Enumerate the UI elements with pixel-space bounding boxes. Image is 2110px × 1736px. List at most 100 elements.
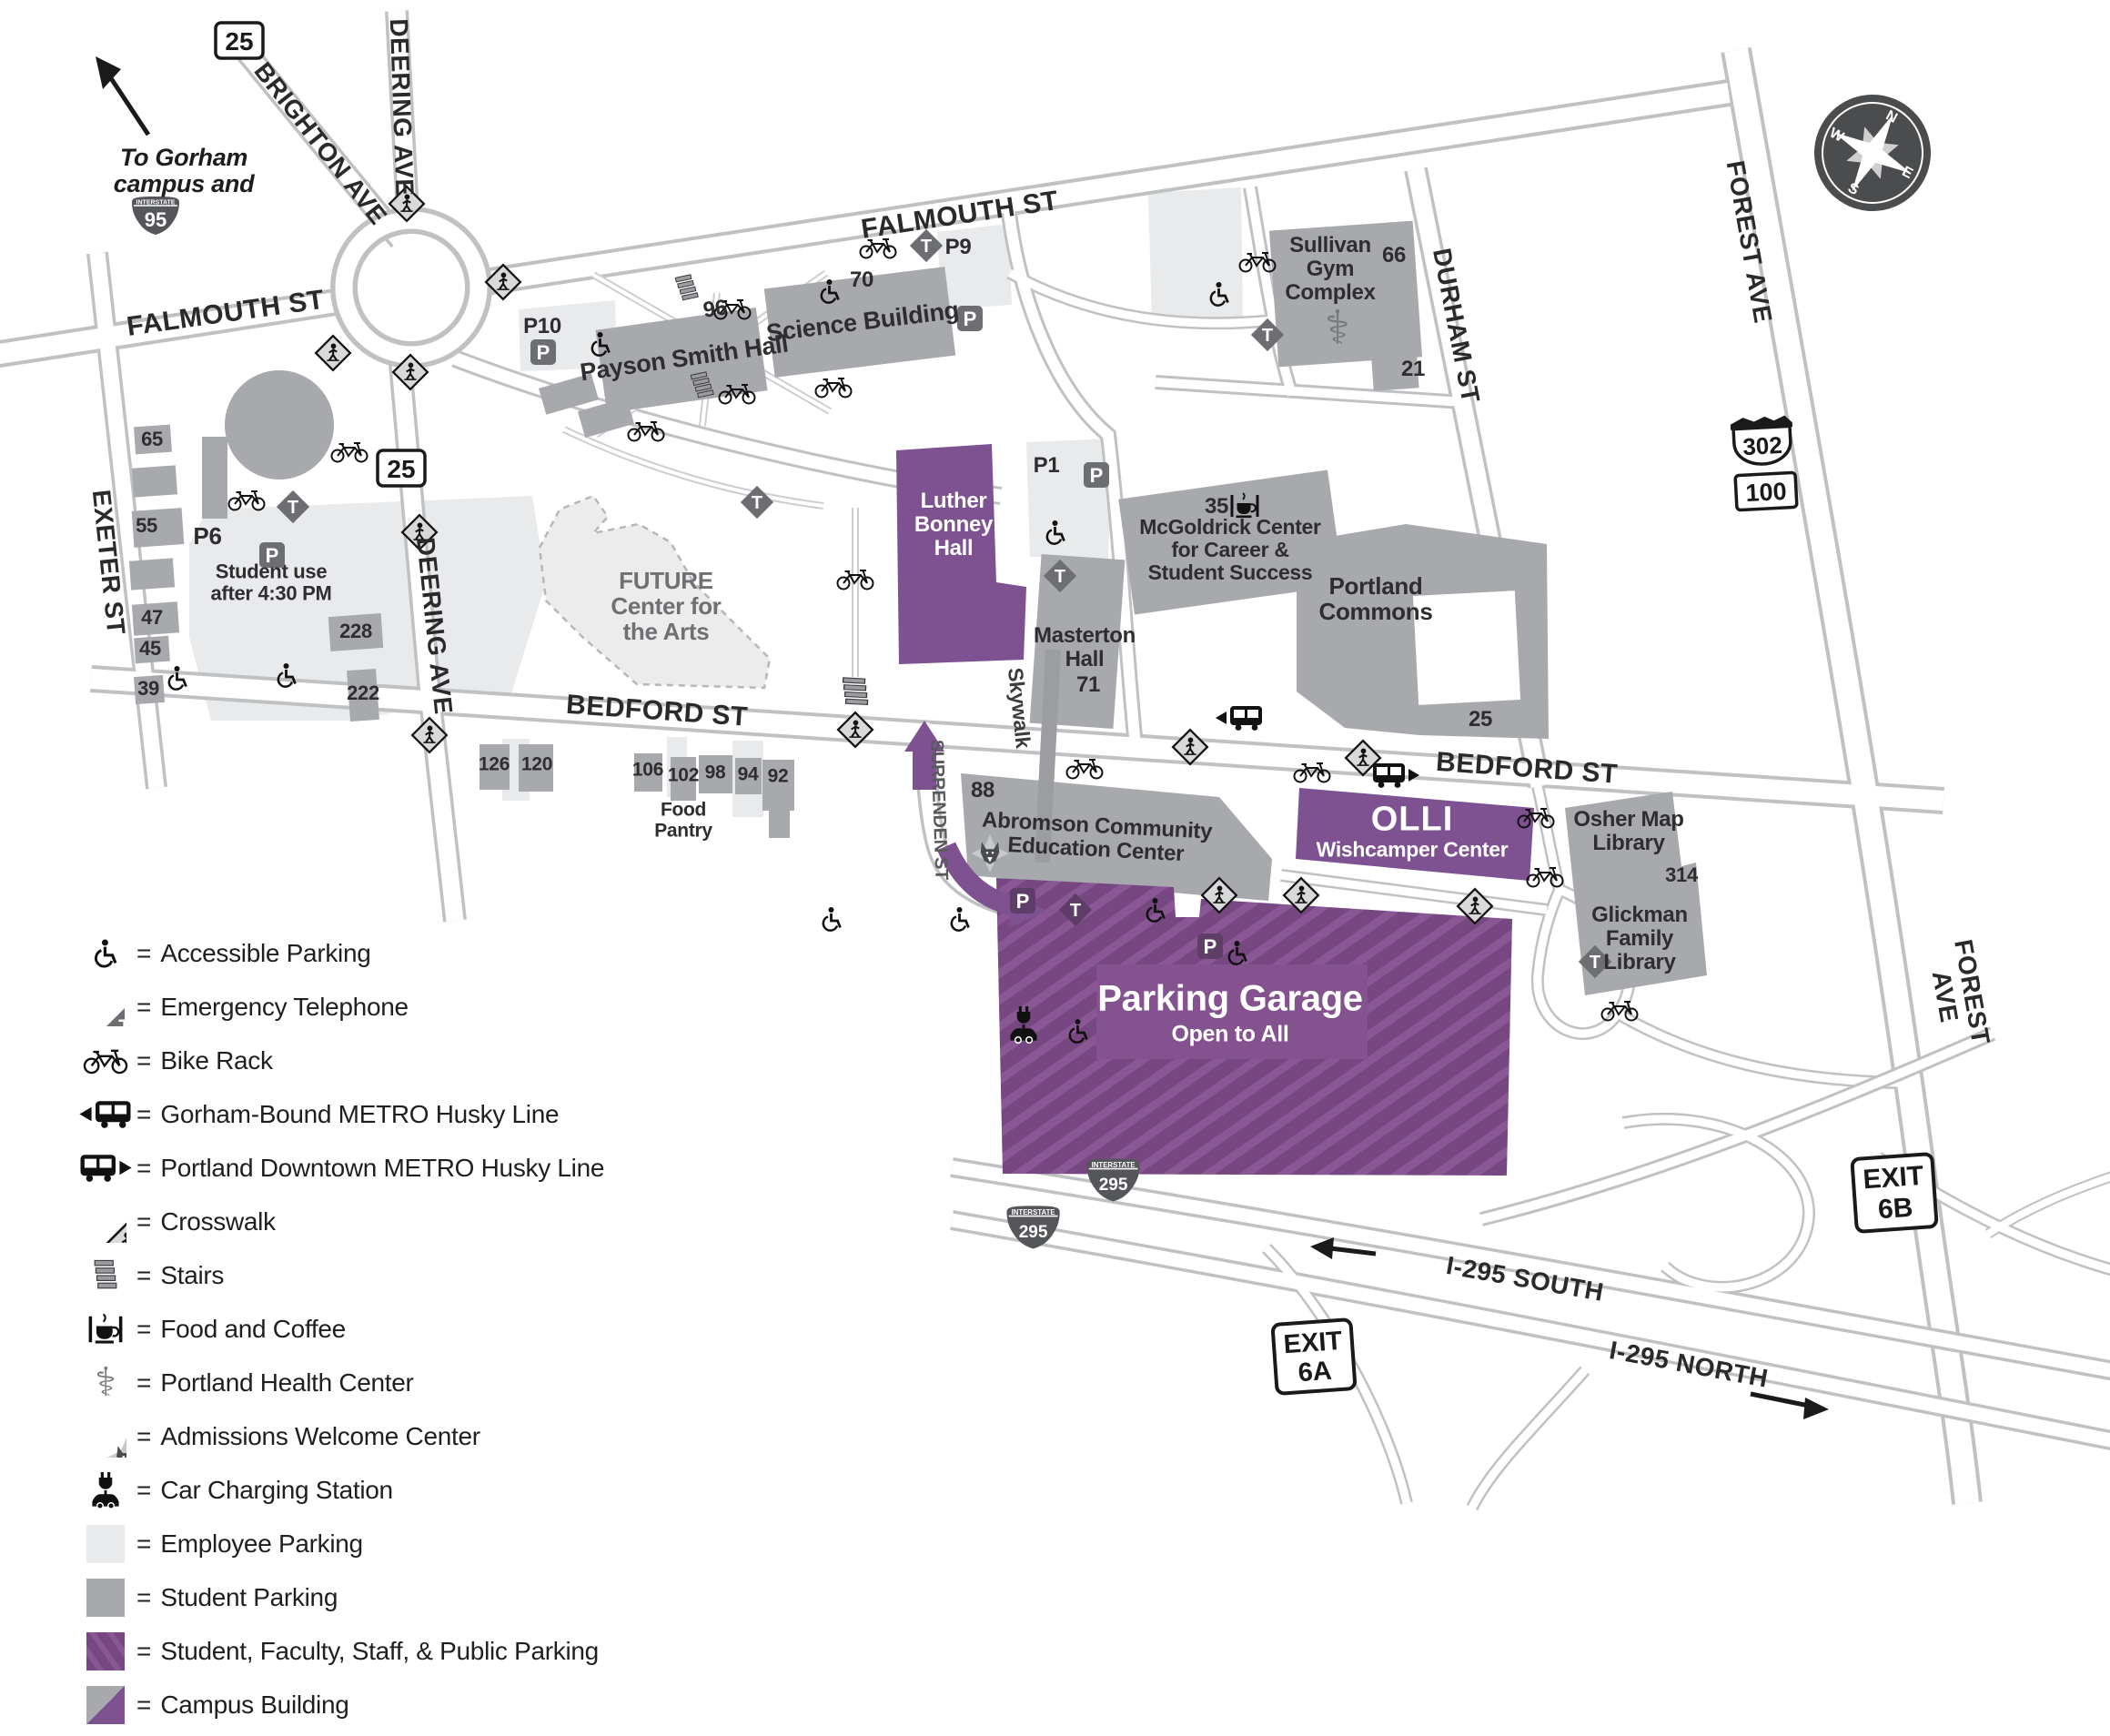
svg-text:25: 25	[225, 27, 253, 56]
route-shields: 25 25 INTERSTATE 95 INTERSTATE 295 INTER…	[132, 21, 1939, 1396]
stairs-icon	[76, 1259, 135, 1292]
building-number-55: 55	[136, 514, 157, 538]
buildings	[128, 220, 1707, 1176]
building-120	[519, 744, 553, 792]
building-47	[131, 601, 180, 636]
parking-sign-icon	[530, 339, 556, 365]
building-39	[133, 674, 166, 705]
building-65	[134, 424, 172, 455]
building-small	[128, 558, 176, 590]
svg-text:100: 100	[1745, 478, 1788, 507]
bike-rack-icon	[227, 490, 266, 511]
building-number-45: 45	[139, 637, 161, 661]
crosswalk-icon	[314, 334, 352, 372]
building-number-library: 314	[1665, 863, 1698, 887]
health-center-icon: ⚕	[95, 1359, 116, 1405]
lot-p10-label: P10	[523, 314, 561, 339]
building-osher-glickman	[1565, 792, 1707, 995]
parking-sign-icon	[1010, 888, 1035, 913]
lot-p1-label: P1	[1033, 453, 1060, 479]
parking-sign-icon	[1197, 934, 1223, 959]
building-label-luther-bonney: Luther Bonney Hall	[914, 489, 994, 560]
building-label-glickman: Glickman Family Library	[1591, 903, 1688, 974]
building-label-masterton: Masterton Hall	[1034, 623, 1136, 671]
legend-row-gorham-bus: = Gorham-Bound METRO Husky Line	[76, 1087, 604, 1141]
street-label-deering-north: DEERING AVE	[384, 17, 419, 197]
building-small	[577, 397, 635, 439]
building-228	[328, 613, 384, 651]
building-mcgoldrick	[1118, 469, 1344, 615]
building-small	[539, 373, 599, 415]
us302-shield: 302	[1730, 415, 1793, 466]
svg-text:302: 302	[1742, 431, 1783, 460]
svg-text:295: 295	[1099, 1176, 1128, 1195]
building-102	[671, 757, 696, 801]
route-25-shield-deering: 25	[376, 449, 427, 488]
health-center-icon: ⚕	[1325, 302, 1350, 355]
building-number-science: 70	[849, 267, 874, 293]
building-number-126: 126	[478, 753, 510, 775]
garage-subtitle: Open to All	[1171, 1021, 1289, 1047]
i295-north-arrow	[1750, 1391, 1810, 1408]
building-98	[699, 755, 732, 793]
highway	[950, 1026, 2110, 1511]
svg-text:95: 95	[145, 208, 167, 231]
building-number-masterton: 71	[1075, 672, 1101, 698]
building-222	[347, 668, 379, 722]
building-94	[735, 758, 762, 794]
public-parking-swatch	[86, 1631, 125, 1670]
building-55	[131, 508, 185, 548]
street-label-surrenden: SURRENDEN ST	[926, 739, 952, 881]
student-parking-swatch	[86, 1578, 125, 1617]
building-106	[634, 753, 662, 792]
stairs-icon	[841, 677, 870, 706]
building-sullivan	[1268, 220, 1423, 391]
legend-row-campus: = Campus Building	[76, 1678, 604, 1731]
legend-row-public: = Student, Faculty, Staff, & Public Park…	[76, 1624, 604, 1678]
svg-text:25: 25	[387, 455, 415, 483]
i295-shield: INTERSTATE 295	[1086, 1158, 1140, 1202]
building-number-98: 98	[704, 762, 726, 783]
campus-building-swatch	[86, 1685, 125, 1724]
legend-row-crosswalk: = Crosswalk	[76, 1195, 604, 1248]
route-100-shield: 100	[1733, 470, 1799, 512]
lot-p9-label: P9	[944, 235, 972, 260]
i295-shield: INTERSTATE 295	[1006, 1206, 1060, 1249]
building-tower	[202, 437, 227, 519]
parking-sign-icon	[957, 306, 983, 331]
svg-text:INTERSTATE: INTERSTATE	[1092, 1161, 1136, 1169]
building-payson-smith	[595, 308, 768, 413]
building-number-sullivan-66: 66	[1381, 243, 1407, 268]
building-number-39: 39	[137, 677, 159, 701]
future-center-label: FUTURE Center for the Arts	[611, 566, 722, 646]
building-92-wing	[769, 811, 790, 838]
skywalk-bridge	[1034, 649, 1062, 863]
building-number-94: 94	[737, 763, 759, 785]
svg-text:INTERSTATE: INTERSTATE	[136, 200, 176, 207]
future-center-site	[538, 494, 772, 690]
svg-text:6A: 6A	[1297, 1357, 1333, 1388]
accessible-icon	[950, 906, 970, 932]
legend-row-emergency: = Emergency Telephone	[76, 980, 604, 1034]
building-number-47: 47	[141, 606, 163, 630]
roundabout	[330, 207, 492, 368]
building-science	[763, 267, 956, 378]
legend-row-stairs: = Stairs	[76, 1248, 604, 1302]
building-number-222: 222	[347, 681, 379, 705]
i95-shield: INTERSTATE 95	[132, 197, 179, 235]
legend-row-food: = Food and Coffee	[76, 1302, 604, 1356]
legend-row-bike: = Bike Rack	[76, 1034, 604, 1087]
svg-text:295: 295	[1019, 1223, 1048, 1242]
legend-row-health: ⚕ = Portland Health Center	[76, 1356, 604, 1409]
building-number-abromson: 88	[970, 778, 995, 803]
compass-rose: N E S W	[1814, 94, 1931, 211]
bike-rack-icon	[76, 1046, 135, 1075]
building-number-payson: 96	[702, 295, 729, 323]
stairs-icon	[674, 273, 699, 301]
legend-row-accessible: = Accessible Parking	[76, 926, 604, 980]
i295-south-arrow	[1329, 1246, 1377, 1257]
arrows	[96, 56, 1829, 1419]
building-number-mcgoldrick: 35	[1204, 494, 1229, 520]
building-126	[480, 744, 510, 790]
